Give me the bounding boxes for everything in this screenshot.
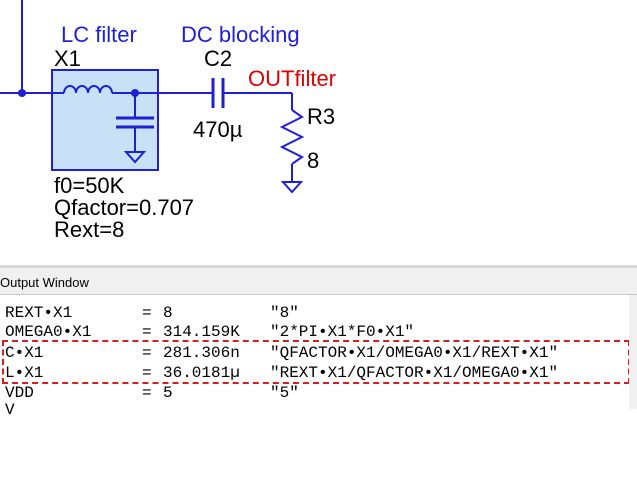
row-name: C•X1 — [5, 344, 44, 362]
schematic-canvas[interactable]: LC filter DC blocking X1 C2 470µ OUTfilt… — [0, 0, 637, 265]
c2-value[interactable]: 470µ — [193, 117, 243, 142]
output-row: C•X1 = 281.306n "QFACTOR•X1/OMEGA0•X1/RE… — [5, 344, 558, 362]
row-expression: "8" — [270, 304, 299, 322]
param-f0[interactable]: f0=50K — [54, 173, 125, 198]
output-row: OMEGA0•X1 = 314.159K "2*PI•X1*F0•X1" — [5, 323, 414, 341]
row-value: 8 — [163, 304, 173, 322]
dc-blocking-label: DC blocking — [181, 22, 300, 47]
row-name: OMEGA0•X1 — [5, 323, 92, 341]
schematic-drawing — [0, 0, 305, 194]
output-window-titlebar[interactable] — [0, 268, 637, 295]
row-expression: "5" — [270, 384, 299, 402]
row-equals: = — [142, 304, 152, 322]
row-name: VDD — [5, 384, 34, 402]
row-value: 314.159K — [163, 323, 240, 341]
output-window-title: Output Window — [0, 275, 89, 290]
row-equals: = — [142, 384, 152, 402]
param-qfactor[interactable]: Qfactor=0.707 — [54, 195, 195, 220]
highlight-annotation — [2, 340, 630, 384]
row-expression: "QFACTOR•X1/OMEGA0•X1/REXT•X1" — [270, 344, 559, 362]
row-name: V — [5, 401, 15, 419]
row-value: 36.0181µ — [163, 364, 240, 382]
row-value: 281.306n — [163, 344, 240, 362]
output-scrollbar[interactable] — [629, 295, 637, 409]
row-equals: = — [142, 323, 152, 341]
row-expression: "REXT•X1/QFACTOR•X1/OMEGA0•X1" — [270, 364, 559, 382]
row-equals: = — [142, 364, 152, 382]
row-expression: "2*PI•X1*F0•X1" — [270, 323, 415, 341]
lc-filter-label: LC filter — [61, 22, 137, 47]
row-value: 5 — [163, 384, 173, 402]
c2-instance-name[interactable]: C2 — [204, 46, 233, 71]
output-row: VDD = 5 "5" — [5, 384, 299, 402]
row-name: L•X1 — [5, 364, 44, 382]
output-window-body[interactable]: REXT•X1 = 8 "8" OMEGA0•X1 = 314.159K "2*… — [0, 295, 637, 419]
param-rext[interactable]: Rext=8 — [54, 217, 125, 242]
output-row: REXT•X1 = 8 "8" — [5, 304, 299, 322]
r3-value[interactable]: 8 — [307, 148, 320, 173]
net-label-outfilter[interactable]: OUTfilter — [248, 66, 336, 91]
pane-divider[interactable] — [0, 265, 637, 268]
r3-instance-name[interactable]: R3 — [307, 104, 336, 129]
x1-instance-name[interactable]: X1 — [54, 46, 81, 71]
output-row: L•X1 = 36.0181µ "REXT•X1/QFACTOR•X1/OMEG… — [5, 364, 558, 382]
output-row: V — [5, 401, 43, 419]
row-name: REXT•X1 — [5, 304, 73, 322]
row-equals: = — [142, 344, 152, 362]
